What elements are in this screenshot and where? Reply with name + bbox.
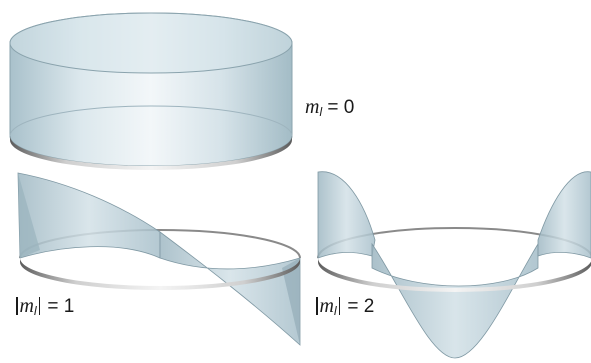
label-symbol: m [20, 295, 34, 317]
diagram-m0-cylinder [10, 13, 292, 170]
abs-bar-left [316, 297, 318, 315]
label-ml-0: ml = 0 [305, 97, 354, 118]
diagram-m1-twist [18, 173, 300, 345]
wave-surface-center-lobe [372, 244, 538, 358]
label-symbol: m [320, 295, 334, 317]
wave-surface-upper [18, 173, 160, 258]
label-ml-1: ml = 1 [14, 296, 74, 317]
label-ml-2: ml = 2 [314, 296, 374, 317]
abs-bar-right [339, 297, 341, 315]
label-symbol: m [305, 96, 319, 118]
label-subscript: l [319, 105, 322, 119]
label-relation: = 2 [347, 296, 374, 317]
diagram-m2-wave [318, 172, 591, 358]
wave-surface-left-lobe [318, 172, 375, 258]
cylinder-top-rim [10, 13, 292, 73]
abs-bar-right [39, 297, 41, 315]
label-relation: = 1 [47, 296, 74, 317]
label-relation: = 0 [327, 97, 354, 118]
abs-bar-left [16, 297, 18, 315]
label-subscript: l [34, 304, 37, 318]
wave-surface-right-lobe [538, 172, 591, 258]
label-subscript: l [334, 304, 337, 318]
